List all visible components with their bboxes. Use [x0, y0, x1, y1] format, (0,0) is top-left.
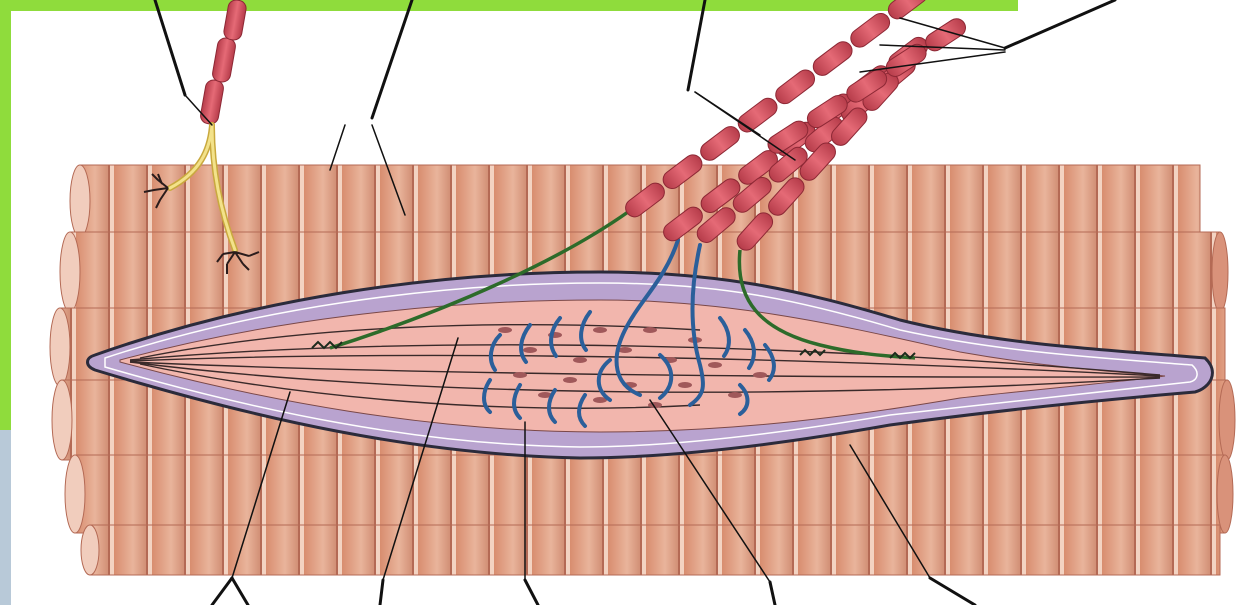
- left-frame-shadow: [0, 430, 11, 605]
- extrafusal-fiber: [81, 525, 1220, 575]
- top-frame-border: [0, 0, 1018, 11]
- extrafusal-fiber: [65, 455, 1233, 533]
